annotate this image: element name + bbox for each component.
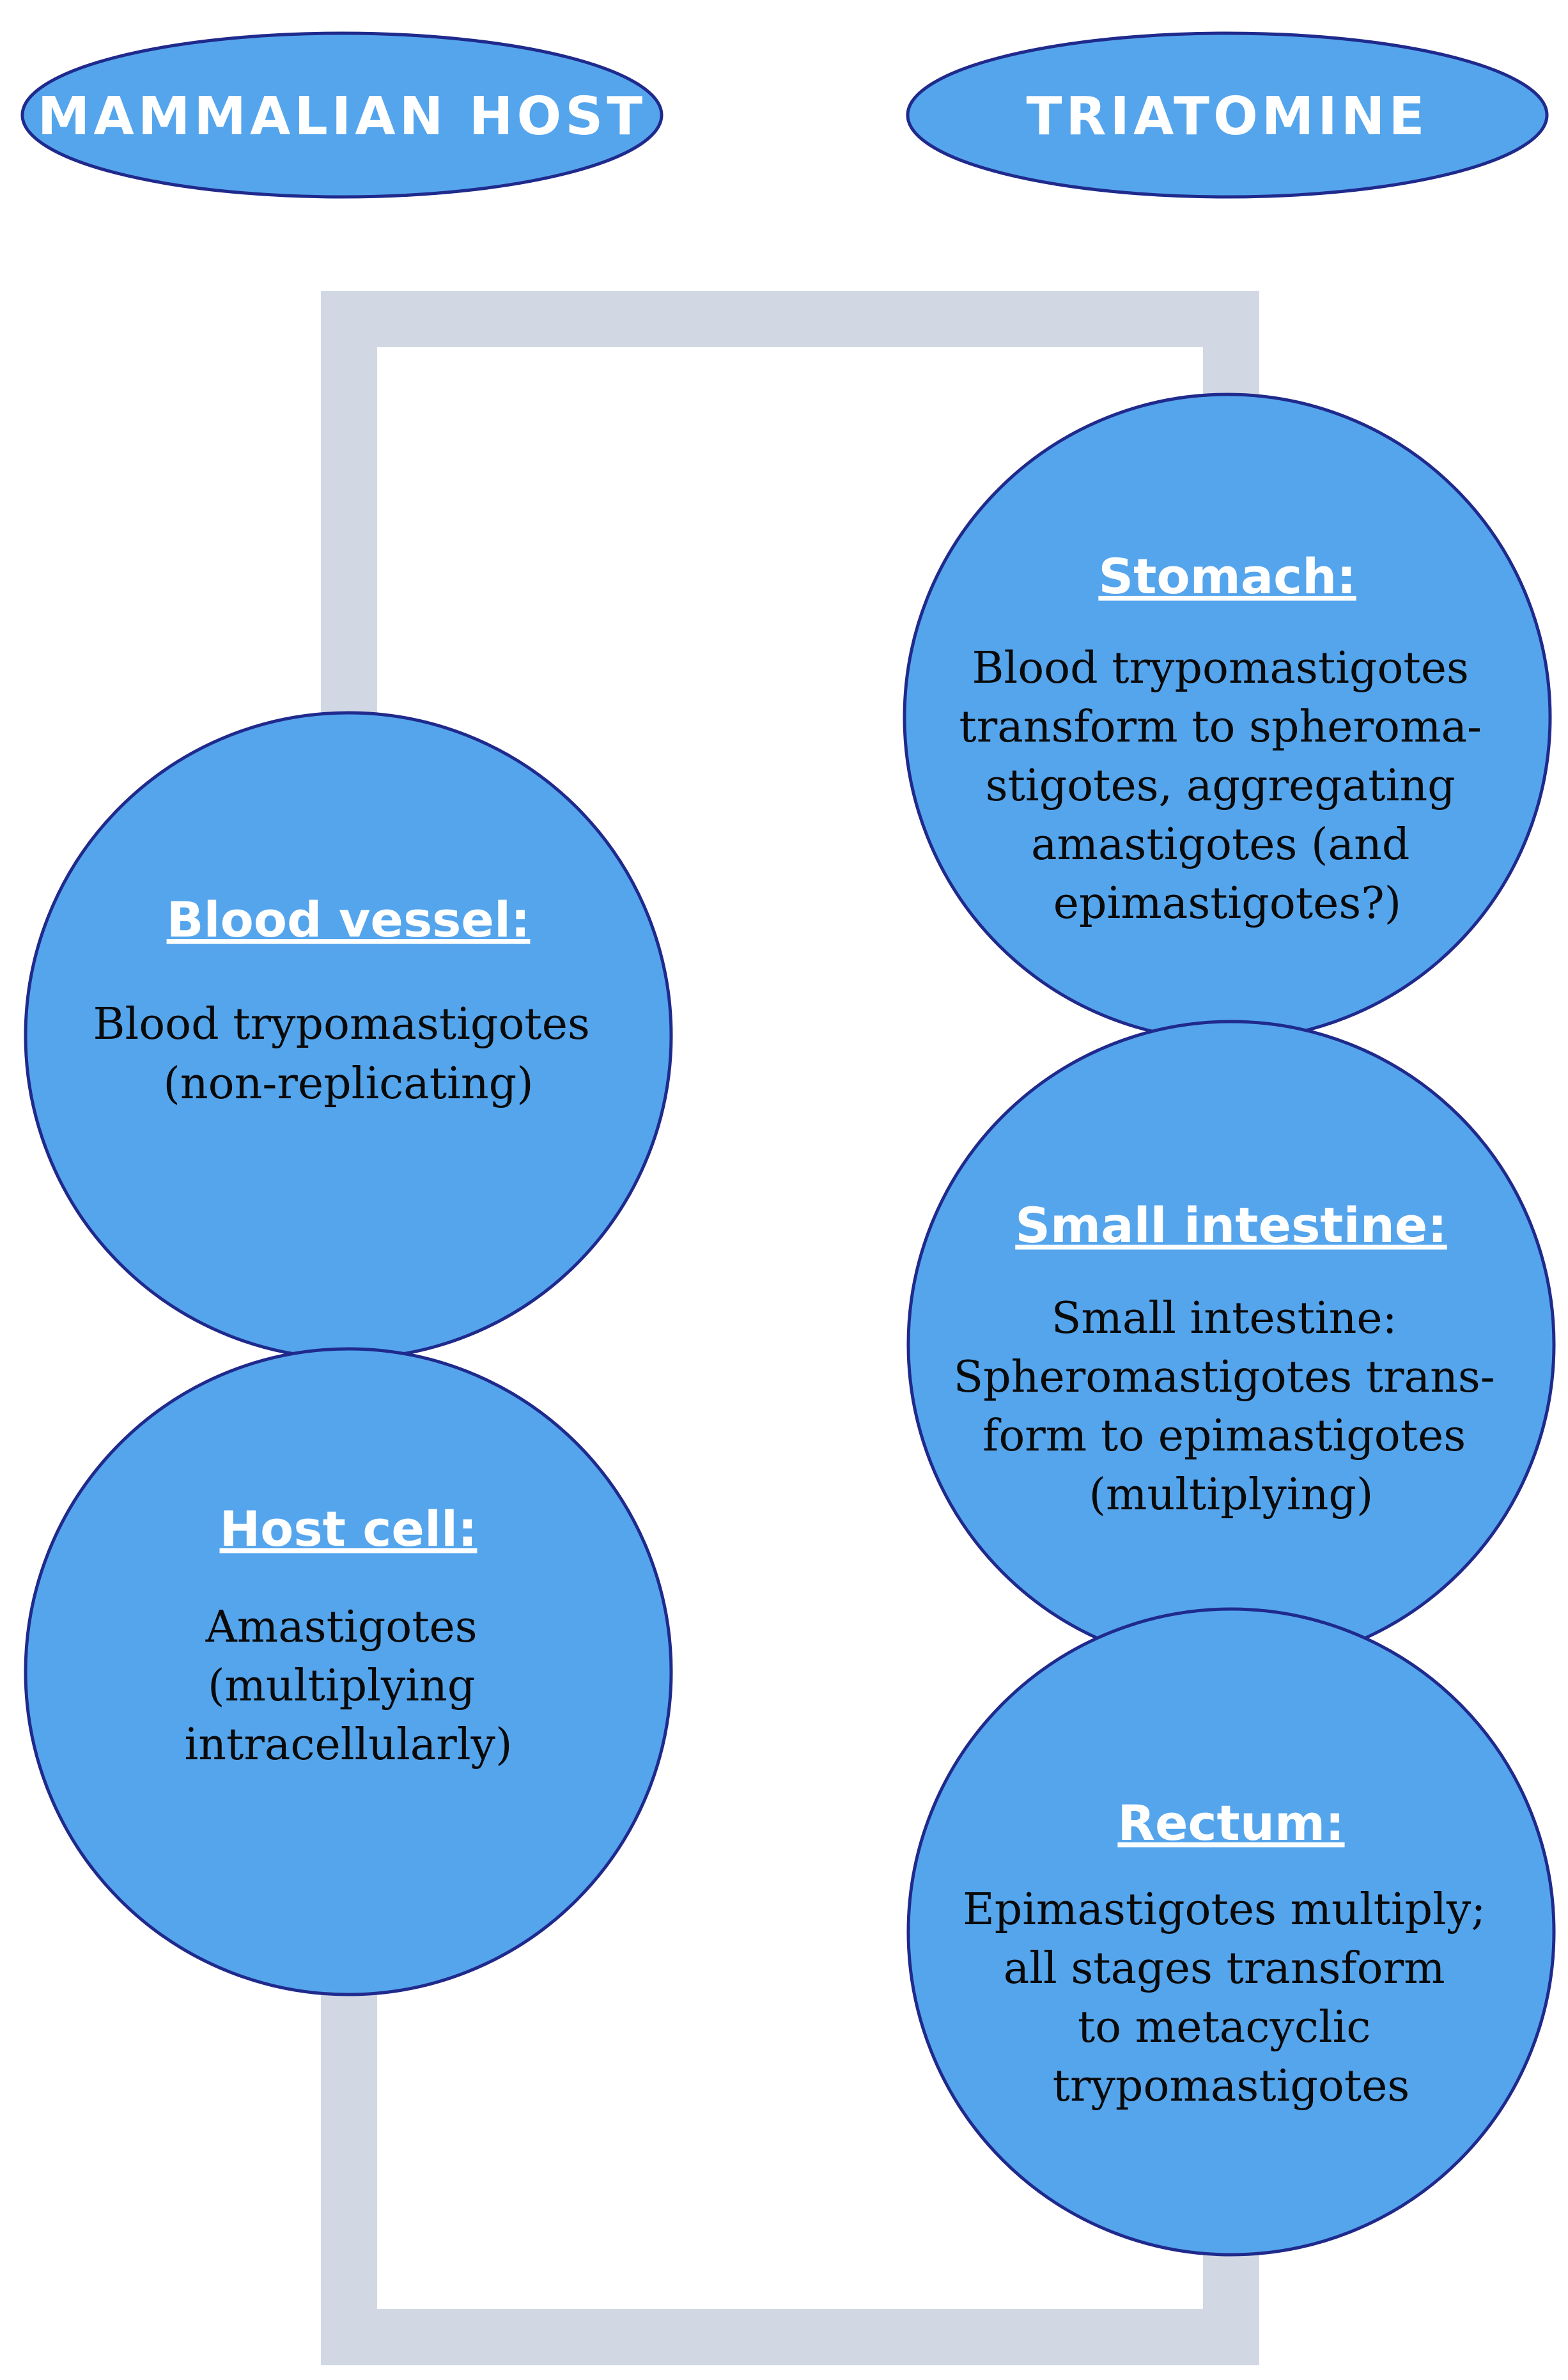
node-line: Small intestine: — [1052, 1293, 1397, 1344]
node-title: Small intestine: — [1015, 1197, 1447, 1254]
header-triatomine: TRIATOMINE — [906, 31, 1549, 199]
node-title: Rectum: — [1117, 1794, 1344, 1851]
node-line: Spheromastigotes trans- — [954, 1352, 1495, 1403]
node-line: Blood trypomastigotes — [972, 643, 1468, 694]
header-ellipse-left — [20, 31, 664, 199]
node-line: (non-replicating) — [163, 1059, 533, 1109]
node-text: Small intestine: Spheromastigotes trans-… — [954, 1293, 1509, 1520]
node-line: stigotes, aggregating — [986, 761, 1455, 811]
node-small-intestine: Small intestine: Small intestine: Sphero… — [906, 1020, 1556, 1669]
node-rectum: Rectum: Epimastigotes multiply; all stag… — [906, 1607, 1556, 2257]
node-circle — [24, 1347, 673, 1996]
node-line: Blood trypomastigotes — [93, 999, 589, 1050]
node-title: Stomach: — [1098, 548, 1356, 605]
node-line: to metacyclic — [1078, 2002, 1371, 2053]
node-stomach: Stomach: Blood trypomastigotes transform… — [903, 393, 1552, 1042]
header-ellipse-right — [906, 31, 1549, 199]
node-line: Amastigotes — [205, 1602, 477, 1653]
node-text: Blood trypomastigotes transform to spher… — [959, 643, 1495, 929]
node-line: all stages transform — [1004, 1943, 1445, 1994]
connector-top-horizontal — [321, 291, 1259, 347]
node-line: form to epimastigotes — [982, 1411, 1466, 1461]
header-label-right: TRIATOMINE — [1026, 86, 1428, 147]
node-circle — [906, 1020, 1556, 1669]
node-line: transform to spheroma- — [959, 702, 1482, 752]
node-text: Epimastigotes multiply; all stages trans… — [963, 1885, 1500, 2112]
header-mammalian-host: MAMMALIAN HOST — [20, 31, 664, 199]
node-line: epimastigotes?) — [1053, 878, 1401, 929]
node-circle — [906, 1607, 1556, 2257]
node-line: amastigotes (and — [1031, 820, 1409, 870]
connector-top-left-vertical — [321, 291, 377, 783]
node-host-cell: Host cell: Amastigotes (multiplying intr… — [24, 1347, 673, 1996]
node-blood-vessel: Blood vessel: Blood trypomastigotes (non… — [24, 711, 673, 1360]
node-line: Epimastigotes multiply; — [963, 1885, 1486, 1935]
node-line: (multiplying — [208, 1661, 475, 1711]
node-title: Blood vessel: — [167, 891, 531, 948]
node-line: (multiplying) — [1089, 1470, 1374, 1520]
node-title: Host cell: — [220, 1500, 477, 1557]
node-line: trypomastigotes — [1053, 2061, 1410, 2112]
node-text: Amastigotes (multiplying intracellularly… — [184, 1602, 512, 1770]
node-text: Blood trypomastigotes (non-replicating) — [93, 999, 603, 1109]
node-line: intracellularly) — [184, 1720, 512, 1770]
header-label-left: MAMMALIAN HOST — [38, 86, 646, 147]
connector-bottom-horizontal — [321, 2309, 1259, 2365]
